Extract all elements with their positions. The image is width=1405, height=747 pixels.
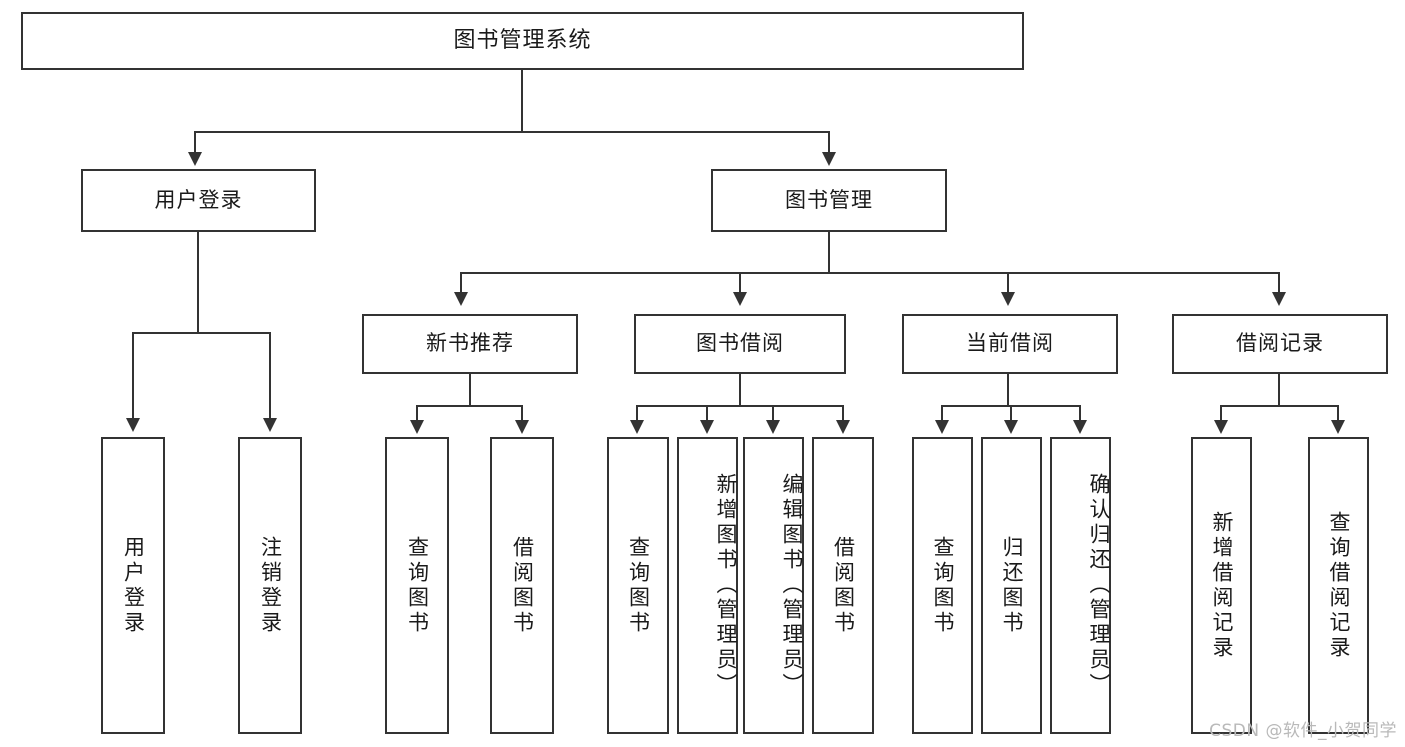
edge-borrow-record-bus xyxy=(1221,405,1338,407)
edge-borrow-record-stem xyxy=(1278,374,1280,406)
arrow-current-borrow-to-leaf-2 xyxy=(1004,420,1018,434)
node-leaf-confirm-return-label: 确认归还（管理员） xyxy=(1087,473,1111,698)
node-leaf-query-book-2-label: 查询图书 xyxy=(626,535,651,636)
arrow-book-borrow-to-leaf-1 xyxy=(630,420,644,434)
arrow-book-manage-to-book-borrow xyxy=(733,292,747,306)
arrow-book-borrow-to-leaf-4 xyxy=(836,420,850,434)
node-leaf-user-login[interactable]: 用户登录 xyxy=(101,437,165,734)
arrow-new-book-to-leaf-1 xyxy=(410,420,424,434)
edge-new-book-bus xyxy=(417,405,522,407)
edge-book-borrow-stem xyxy=(739,374,741,406)
node-user-login[interactable]: 用户登录 xyxy=(81,169,316,232)
node-leaf-add-record[interactable]: 新增借阅记录 xyxy=(1191,437,1252,734)
arrow-root-to-book-manage xyxy=(822,152,836,166)
node-leaf-edit-book-label: 编辑图书（管理员） xyxy=(780,473,804,698)
arrow-current-borrow-to-leaf-1 xyxy=(935,420,949,434)
arrow-borrow-record-to-leaf-1 xyxy=(1214,420,1228,434)
csdn-watermark: CSDN @软件_小贺同学 xyxy=(1209,721,1397,741)
node-leaf-user-logout[interactable]: 注销登录 xyxy=(238,437,302,734)
node-leaf-return-book-label: 归还图书 xyxy=(1000,535,1024,636)
edge-current-borrow-to-leaf-3 xyxy=(1079,405,1081,421)
node-root-system[interactable]: 图书管理系统 xyxy=(21,12,1024,70)
edge-user-login-to-leaf-2 xyxy=(269,332,271,420)
node-leaf-add-book-label: 新增图书（管理员） xyxy=(714,473,738,698)
node-new-book-recommend[interactable]: 新书推荐 xyxy=(362,314,578,374)
node-leaf-query-record-label: 查询借阅记录 xyxy=(1327,510,1351,661)
node-current-borrow[interactable]: 当前借阅 xyxy=(902,314,1118,374)
node-leaf-query-book-1-label: 查询图书 xyxy=(405,535,430,636)
arrow-root-to-user-login xyxy=(188,152,202,166)
arrow-user-login-to-leaf-1 xyxy=(126,418,140,432)
arrow-user-login-to-leaf-2 xyxy=(263,418,277,432)
arrow-book-borrow-to-leaf-2 xyxy=(700,420,714,434)
edge-book-borrow-to-leaf-3 xyxy=(772,405,774,421)
edge-new-book-stem xyxy=(469,374,471,406)
edge-book-borrow-to-leaf-1 xyxy=(636,405,638,421)
edge-borrow-record-to-leaf-2 xyxy=(1337,405,1339,421)
node-leaf-borrow-book-2-label: 借阅图书 xyxy=(831,535,856,636)
arrow-borrow-record-to-leaf-2 xyxy=(1331,420,1345,434)
node-leaf-add-book[interactable]: 新增图书（管理员） xyxy=(677,437,738,734)
edge-borrow-record-to-leaf-1 xyxy=(1220,405,1222,421)
node-leaf-query-book-3[interactable]: 查询图书 xyxy=(912,437,973,734)
node-leaf-edit-book[interactable]: 编辑图书（管理员） xyxy=(743,437,804,734)
edge-user-login-stem xyxy=(197,232,199,333)
edge-user-login-to-leaf-1 xyxy=(132,332,134,420)
node-leaf-confirm-return[interactable]: 确认归还（管理员） xyxy=(1050,437,1111,734)
arrow-book-manage-to-current-borrow xyxy=(1001,292,1015,306)
node-borrow-record[interactable]: 借阅记录 xyxy=(1172,314,1388,374)
edge-root-to-user-login xyxy=(194,131,196,155)
edge-book-manage-to-book-borrow xyxy=(739,272,741,294)
node-leaf-borrow-book-2[interactable]: 借阅图书 xyxy=(812,437,874,734)
edge-root-to-book-manage xyxy=(828,131,830,155)
edge-book-borrow-bus xyxy=(637,405,843,407)
edge-book-manage-to-current-borrow xyxy=(1007,272,1009,294)
node-book-borrow[interactable]: 图书借阅 xyxy=(634,314,846,374)
edge-root-stem xyxy=(521,70,523,132)
edge-new-book-to-leaf-2 xyxy=(521,405,523,421)
node-leaf-user-logout-label: 注销登录 xyxy=(258,535,283,636)
arrow-book-manage-to-new-book xyxy=(454,292,468,306)
edge-book-manage-bus xyxy=(461,272,1280,274)
edge-new-book-to-leaf-1 xyxy=(416,405,418,421)
arrow-new-book-to-leaf-2 xyxy=(515,420,529,434)
edge-book-borrow-to-leaf-2 xyxy=(706,405,708,421)
edge-root-bus xyxy=(195,131,829,133)
edge-book-borrow-to-leaf-4 xyxy=(842,405,844,421)
node-leaf-query-book-1[interactable]: 查询图书 xyxy=(385,437,449,734)
node-leaf-query-record[interactable]: 查询借阅记录 xyxy=(1308,437,1369,734)
node-book-manage[interactable]: 图书管理 xyxy=(711,169,947,232)
node-leaf-borrow-book-1-label: 借阅图书 xyxy=(510,535,535,636)
node-leaf-borrow-book-1[interactable]: 借阅图书 xyxy=(490,437,554,734)
node-leaf-query-book-3-label: 查询图书 xyxy=(931,535,955,636)
edge-book-manage-stem xyxy=(828,232,830,273)
edge-current-borrow-to-leaf-1 xyxy=(941,405,943,421)
node-leaf-add-record-label: 新增借阅记录 xyxy=(1210,510,1234,661)
arrow-book-manage-to-borrow-record xyxy=(1272,292,1286,306)
edge-book-manage-to-borrow-record xyxy=(1278,272,1280,294)
edge-current-borrow-stem xyxy=(1007,374,1009,406)
edge-book-manage-to-new-book xyxy=(460,272,462,294)
edge-current-borrow-to-leaf-2 xyxy=(1010,405,1012,421)
node-leaf-return-book[interactable]: 归还图书 xyxy=(981,437,1042,734)
node-leaf-query-book-2[interactable]: 查询图书 xyxy=(607,437,669,734)
node-leaf-user-login-label: 用户登录 xyxy=(121,535,146,636)
arrow-book-borrow-to-leaf-3 xyxy=(766,420,780,434)
arrow-current-borrow-to-leaf-3 xyxy=(1073,420,1087,434)
edge-user-login-bus xyxy=(133,332,271,334)
